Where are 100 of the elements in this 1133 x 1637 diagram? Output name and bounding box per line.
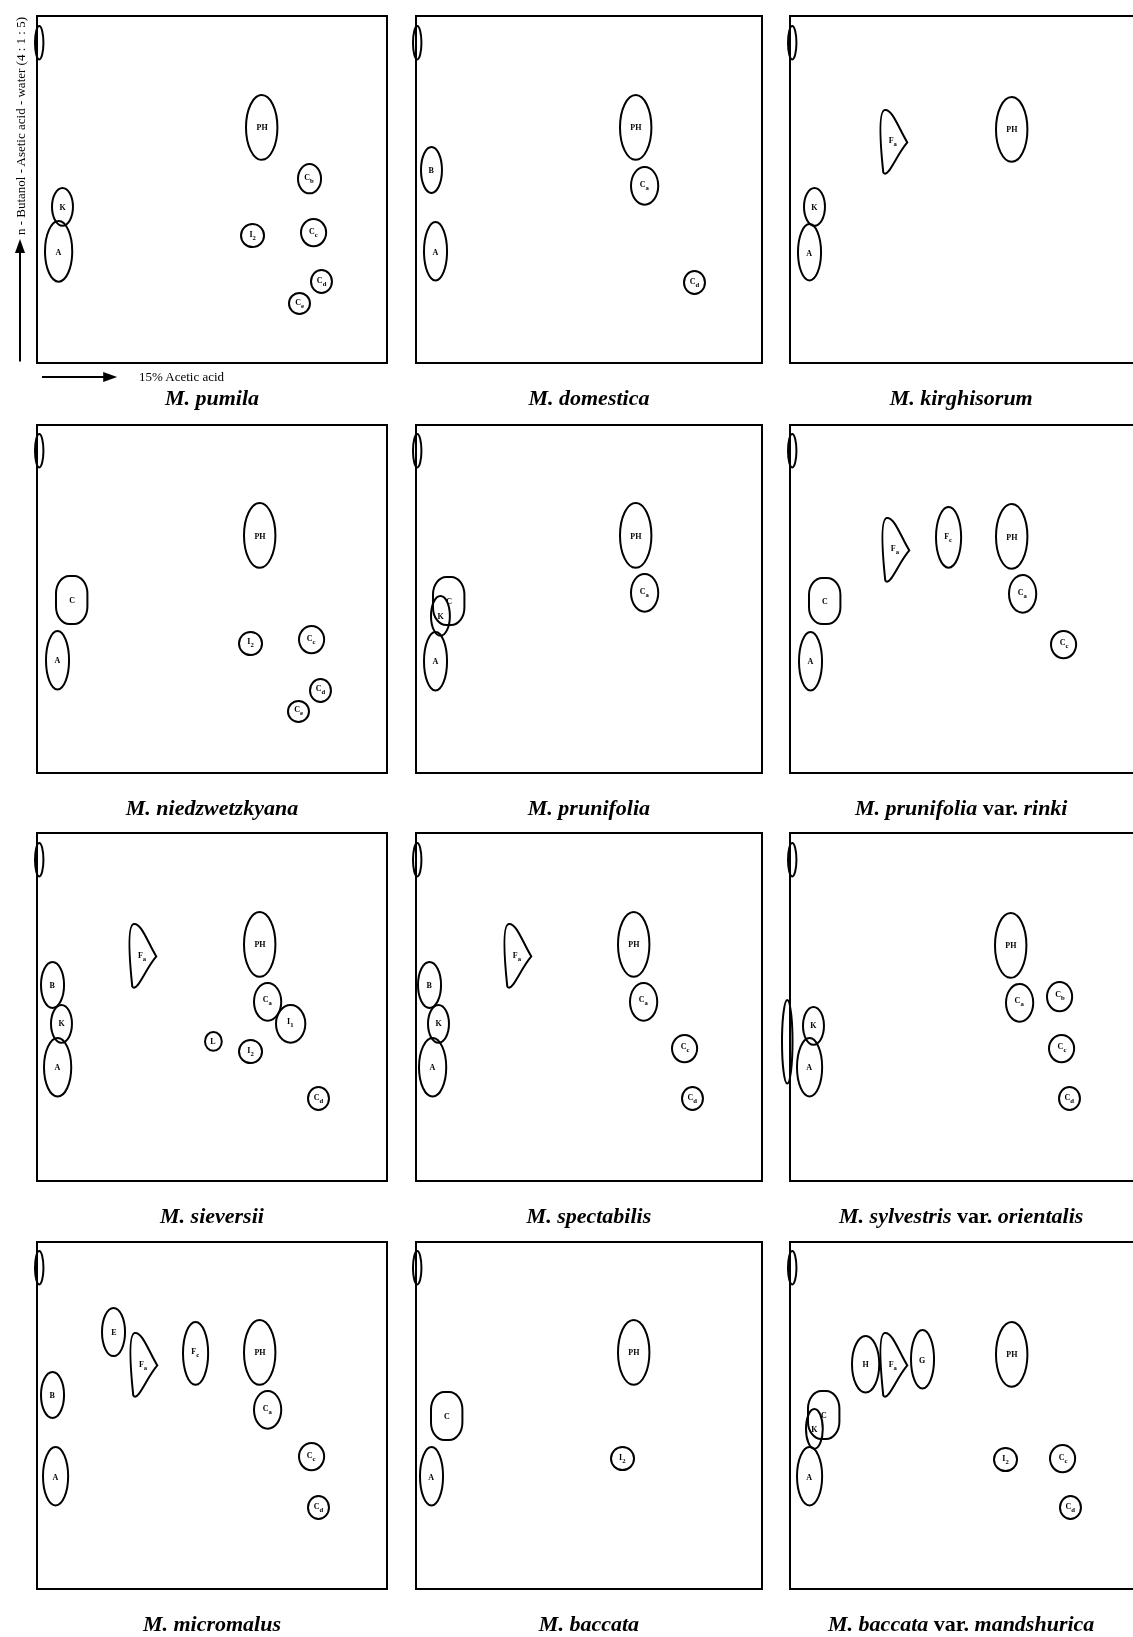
chromatography-spot [795, 1036, 823, 1098]
chromatography-spot [671, 1033, 699, 1063]
chromatography-spot [803, 186, 826, 227]
spot-label: C$_{c}$ [680, 1042, 690, 1055]
spot-label: PH [256, 122, 268, 132]
spot-label: C$_{a}$ [1014, 996, 1024, 1009]
spot-label: PH [1006, 1349, 1018, 1359]
chromatography-spot [412, 433, 423, 469]
species-title: M. pumila [163, 386, 261, 411]
chromatography-spot [297, 625, 325, 655]
spot-label: A [806, 248, 813, 258]
spot-label: C$_{d}$ [689, 277, 700, 289]
chromatography-spot [781, 999, 794, 1085]
chromatography-spot [432, 576, 466, 627]
chromatography-spot [994, 911, 1028, 979]
chromatography-spot [238, 630, 264, 656]
spot-label: C$_{e}$ [295, 298, 305, 310]
chromatography-spot [629, 573, 659, 613]
chromatography-spot [934, 506, 962, 570]
chromatography-spot [238, 1039, 264, 1065]
species-title: M. kirghisorum [888, 386, 1034, 411]
chromatography-spot [995, 96, 1029, 163]
spot-label: F$_{a}$ [890, 544, 899, 557]
chromatography-spot [995, 503, 1029, 571]
spot-label: C [822, 596, 828, 606]
chromatography-spot [422, 630, 448, 692]
chromatography-spot [1050, 629, 1078, 659]
species-title: M. prunifolia [526, 795, 652, 820]
spot-label: K [810, 1020, 817, 1030]
chromatography-spot [245, 93, 279, 161]
chromatography-spot [240, 223, 266, 249]
chromatography-spot [243, 910, 277, 978]
spot-label: C$_{c}$ [306, 1450, 316, 1463]
chromatography-spot [795, 1446, 823, 1507]
chromatography-spot [55, 575, 89, 626]
spot-label: H [862, 1359, 869, 1369]
chromatography-spot [44, 629, 70, 691]
chromatography-spot [50, 1003, 74, 1044]
spot-label: C$_{d}$ [1064, 1092, 1074, 1105]
spot-label: I$_{1}$ [287, 1017, 294, 1030]
chromatography-spot [617, 910, 651, 978]
spot-label: A [428, 1472, 435, 1482]
spot-label: C$_{d}$ [316, 276, 327, 288]
chromatography-spot [307, 1086, 330, 1112]
chromatography-spot [243, 502, 277, 570]
chromatography-spot [993, 1447, 1019, 1473]
spot-label: A [807, 656, 814, 666]
spot-label: I$_{2}$ [247, 637, 254, 649]
spot-label: K [811, 1424, 818, 1433]
chromatography-spot [181, 1320, 209, 1386]
spot-label: C [69, 595, 75, 605]
spot-label: K [59, 202, 66, 212]
spot-label: A [806, 1062, 813, 1072]
axis-label: n - Butanol - Asetic acid - water (4 : 1 : 5) [12, 16, 29, 235]
chromatography-spot [430, 595, 452, 637]
chromatography-spot [1007, 574, 1037, 614]
spot-label: C$_{b}$ [304, 172, 314, 185]
chromatography-spot [909, 1329, 935, 1390]
chromatography-spot [34, 841, 45, 878]
chromatography-spot [288, 292, 312, 316]
spot-label: K [435, 1018, 442, 1028]
chromatography-spot [299, 218, 327, 248]
chromatography-spot [127, 1332, 159, 1400]
spot-label: A [52, 1472, 59, 1482]
chromatography-spot [1049, 1444, 1077, 1474]
chromatography-spot [296, 162, 322, 195]
spot-label: PH [628, 1347, 640, 1357]
spot-label: PH [630, 531, 642, 541]
species-title: M. sylvestris var. orientalis [837, 1204, 1085, 1229]
chromatography-spot [203, 1030, 223, 1052]
spot-label: C$_{c}$ [1059, 638, 1069, 651]
species-title: M. niedzwetzkyana [124, 795, 300, 820]
spot-label: I$_{2}$ [249, 230, 256, 242]
spot-label: I$_{2}$ [247, 1045, 254, 1058]
species-title: M. spectabilis [525, 1204, 653, 1229]
species-title: M. micromalus [141, 1612, 283, 1637]
chromatography-spot [619, 502, 653, 570]
chromatography-spot [42, 1036, 73, 1098]
chromatography-spot [412, 841, 423, 878]
spot-label: F$_{a}$ [888, 1360, 897, 1372]
chromatography-spot [422, 221, 448, 282]
spot-label: C$_{c}$ [1057, 1042, 1067, 1055]
chromatography-spot [427, 1003, 451, 1044]
chromatography-spot [797, 630, 823, 692]
chromatography-spot [416, 960, 442, 1009]
chromatography-spot [617, 1318, 651, 1386]
spot-label: C$_{a}$ [639, 587, 649, 599]
chromatography-spot [417, 1036, 447, 1098]
axis-label: 15% Acetic acid [138, 369, 225, 383]
spot-label: F$_{a}$ [138, 1360, 148, 1372]
chromatography-spot [995, 1320, 1029, 1388]
chromatography-spot [430, 1390, 464, 1441]
chromatography-spot [682, 270, 706, 296]
chromatography-spot [412, 1249, 423, 1286]
chromatography-spot [877, 108, 909, 176]
spot-label: C [821, 1410, 827, 1420]
chromatography-spot [310, 269, 334, 295]
spot-label: A [806, 1472, 813, 1482]
spot-label: A [432, 656, 439, 666]
spot-label: E [111, 1327, 117, 1337]
